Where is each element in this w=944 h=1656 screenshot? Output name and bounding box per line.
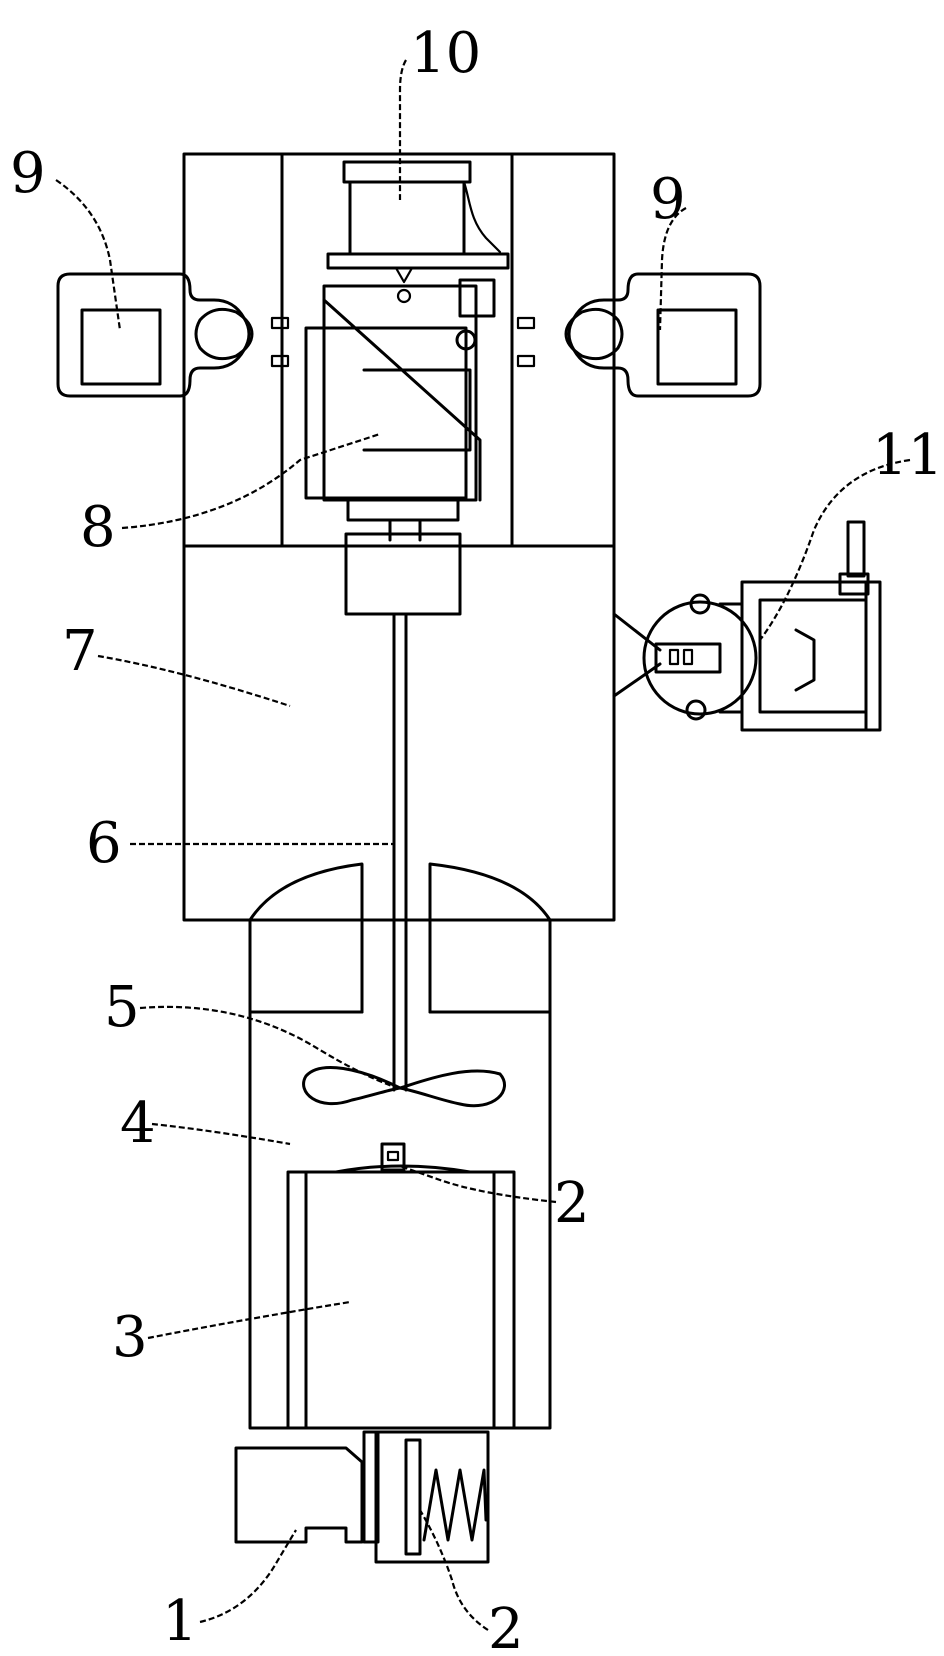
label-5: 5 [104, 975, 140, 1040]
component-5-propeller [302, 1065, 506, 1108]
label-1: 1 [162, 1589, 198, 1654]
component-1-base [234, 1430, 380, 1544]
component-3-motor [286, 1142, 516, 1430]
label-7: 7 [62, 619, 98, 684]
label-6: 6 [86, 811, 122, 876]
upper-housing [182, 152, 616, 548]
component-10-cylinder [326, 160, 510, 304]
label-8: 8 [80, 495, 116, 560]
label-4: 4 [120, 1091, 156, 1156]
label-11: 11 [872, 423, 943, 488]
component-9-right [516, 272, 762, 398]
component-9-left [56, 272, 290, 398]
part-labels: 10 9 9 11 8 7 6 5 4 2 3 1 2 [10, 21, 943, 1656]
label-9-left: 9 [10, 141, 46, 206]
label-2-bottom: 2 [488, 1597, 524, 1656]
component-11-side-device [612, 520, 882, 732]
leader-lines [55, 59, 911, 1631]
label-2-top: 2 [554, 1171, 590, 1236]
component-8-valve [304, 278, 496, 542]
label-9-right: 9 [650, 167, 686, 232]
label-10: 10 [410, 21, 481, 86]
label-3: 3 [112, 1305, 148, 1370]
component-7-chamber [182, 532, 616, 1092]
component-2-spring [374, 1430, 490, 1564]
component-4-lower-body [248, 862, 552, 1430]
